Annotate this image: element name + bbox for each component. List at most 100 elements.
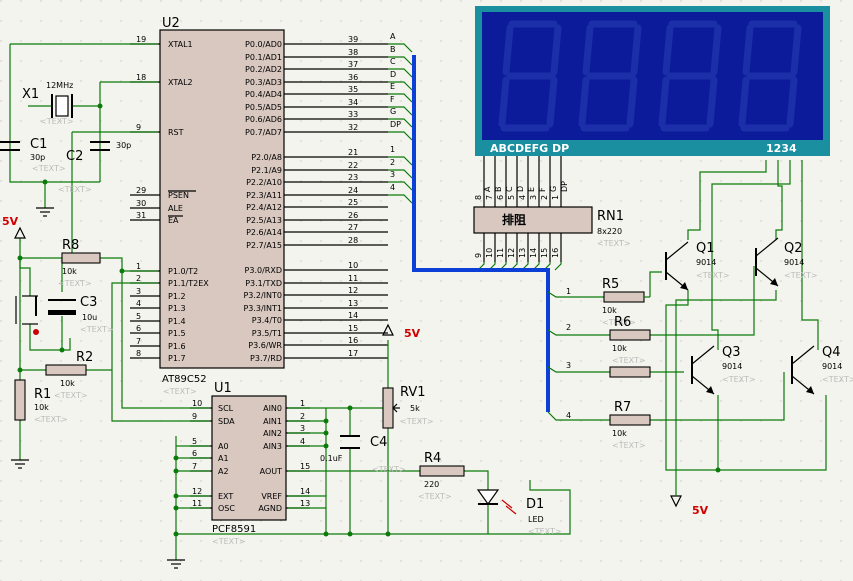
reset-switch[interactable] <box>15 295 39 335</box>
mcu-pin-num-18: 18 <box>136 73 146 82</box>
q3-ref: Q3 <box>722 345 741 360</box>
potentiometer-rv1[interactable]: RV1 5k <TEXT> <box>382 385 434 429</box>
adc-pin-name-5: A0 <box>218 442 229 451</box>
seven-segment-display[interactable]: ABCDEFG DP 1234 <box>475 6 830 207</box>
mcu-net-label-4: 4 <box>390 183 395 192</box>
mcu-pin-num-9: 9 <box>136 123 141 132</box>
mcu-pin-name-35: P0.4/AD4 <box>245 90 282 99</box>
segment-0-2 <box>546 76 558 128</box>
mcu-pin-num-3: 3 <box>136 287 141 296</box>
mcu-pin-name-26: P2.5/A13 <box>246 216 282 225</box>
rn1-top-pin-3: 3 <box>529 195 538 200</box>
rn1-text-placeholder: <TEXT> <box>597 239 631 248</box>
r7-value: 10k <box>612 429 627 438</box>
rv1-ref: RV1 <box>400 385 426 400</box>
capacitor-c2[interactable]: C2 30p <TEXT> <box>58 141 131 194</box>
r5-value: 10k <box>602 306 617 315</box>
mcu-pin-name-11: P3.1/TXD <box>245 279 282 288</box>
q4-value: 9014 <box>822 362 842 371</box>
adc-part: PCF8591 <box>212 524 256 535</box>
mcu-net-label-1: 1 <box>390 145 395 154</box>
mcu-pin-num-23: 23 <box>348 173 358 182</box>
adc-pin-num-4: 4 <box>300 437 305 446</box>
mcu-body <box>159 29 285 369</box>
adc-pin-num-1: 1 <box>300 399 305 408</box>
mcu-pin-num-10: 10 <box>348 261 358 270</box>
rn1-top-name-8: A <box>483 186 492 192</box>
segment-2-1 <box>710 24 722 76</box>
rn1-bottom-pin-15: 15 <box>540 248 549 258</box>
mcu-pin-name-33: P0.6/AD6 <box>245 115 282 124</box>
resistor-r8[interactable]: R8 10k <TEXT> <box>58 238 101 288</box>
mcu-bus-entry-C <box>388 68 413 78</box>
adc-pin-name-9: SDA <box>218 417 235 426</box>
mcu-bus-entry-A <box>388 43 413 53</box>
bus-tap-1: 1 <box>566 287 571 296</box>
q2-text-placeholder: <TEXT> <box>784 271 818 280</box>
r6-ref: R6 <box>614 315 631 330</box>
adc-pin-name-7: A2 <box>218 467 229 476</box>
rn1-value: 8x220 <box>597 227 622 236</box>
mcu-pin-num-34: 34 <box>348 98 358 107</box>
resistor-r7[interactable]: R7 10k <TEXT> <box>609 400 651 450</box>
x1-value: 12MHz <box>46 81 73 90</box>
capacitor-c4[interactable]: C4 0.1uF <TEXT> <box>320 435 406 474</box>
v5-bottom-label: 5V <box>692 504 709 517</box>
rn1-bottom-pin-16: 16 <box>551 248 560 258</box>
crystal-x1[interactable]: X1 12MHz <TEXT> <box>22 81 74 126</box>
c4-ref: C4 <box>370 435 387 450</box>
rv1-value: 5k <box>410 404 420 413</box>
capacitor-c1[interactable]: C1 30p <TEXT> <box>0 137 66 173</box>
mcu-pin-name-22: P2.1/A9 <box>251 166 282 175</box>
rv1-text-placeholder: <TEXT> <box>400 417 434 426</box>
segment-3-1 <box>790 24 802 76</box>
mcu-pin-num-4: 4 <box>136 299 141 308</box>
adc-pin-num-13: 13 <box>300 499 310 508</box>
mcu-pin-num-13: 13 <box>348 299 358 308</box>
resistor-r6[interactable] <box>609 366 651 378</box>
c1-value: 30p <box>30 153 45 162</box>
resistor-r1[interactable]: R1 10k <TEXT> <box>14 379 68 424</box>
mcu-pin-num-11: 11 <box>348 274 358 283</box>
mcu-pin-num-16: 16 <box>348 336 358 345</box>
resistor-r2[interactable]: R2 10k <TEXT> <box>45 350 93 400</box>
mcu-pin-num-27: 27 <box>348 223 358 232</box>
led-d1[interactable]: D1 LED <TEXT> <box>476 489 562 536</box>
q1-value: 9014 <box>696 258 716 267</box>
rn1-ref: RN1 <box>597 209 624 224</box>
q2-arrow <box>770 278 778 286</box>
mcu-pin-name-16: P3.6/WR <box>248 341 282 350</box>
d1-value: LED <box>528 515 544 524</box>
resistor-r5[interactable]: R5 10k <TEXT> <box>602 277 650 327</box>
rn1-bottom-pin-13: 13 <box>518 248 527 258</box>
adc-pin-name-13: AGND <box>258 504 282 513</box>
r6-text-placeholder: <TEXT> <box>612 356 646 365</box>
segment-1-2 <box>626 76 638 128</box>
mcu-pin-name-24: P2.3/A11 <box>246 191 282 200</box>
capacitor-c3[interactable]: C3 10u <TEXT> <box>48 295 114 334</box>
mcu-pin-num-21: 21 <box>348 148 358 157</box>
mcu-pin-num-5: 5 <box>136 312 141 321</box>
mcu-net-label-D: D <box>390 70 396 79</box>
r4-ref: R4 <box>424 451 441 466</box>
mcu-pin-num-28: 28 <box>348 236 358 245</box>
mcu-pin-name-15: P3.5/T1 <box>252 329 282 338</box>
bus-tap-2: 2 <box>566 323 571 332</box>
r5-text-placeholder: <TEXT> <box>602 318 636 327</box>
r8-ref: R8 <box>62 238 79 253</box>
bus-tap-4: 4 <box>566 411 571 420</box>
c2-ref: C2 <box>66 149 83 164</box>
adc-pin-name-1: AIN0 <box>263 404 282 413</box>
mcu-pin-num-24: 24 <box>348 186 358 195</box>
mcu-at89c52[interactable]: U2 AT89C52 <TEXT> 19XTAL118XTAL29RST29PS… <box>130 16 413 396</box>
resistor-r4[interactable]: R4 220 <TEXT> <box>418 451 465 501</box>
mcu-pin-name-31: EA <box>168 216 179 225</box>
display-digit-4 <box>738 20 802 132</box>
resistor-r8b[interactable]: R6 10k <TEXT> <box>609 315 651 365</box>
mcu-pin-name-8: P1.7 <box>168 354 186 363</box>
